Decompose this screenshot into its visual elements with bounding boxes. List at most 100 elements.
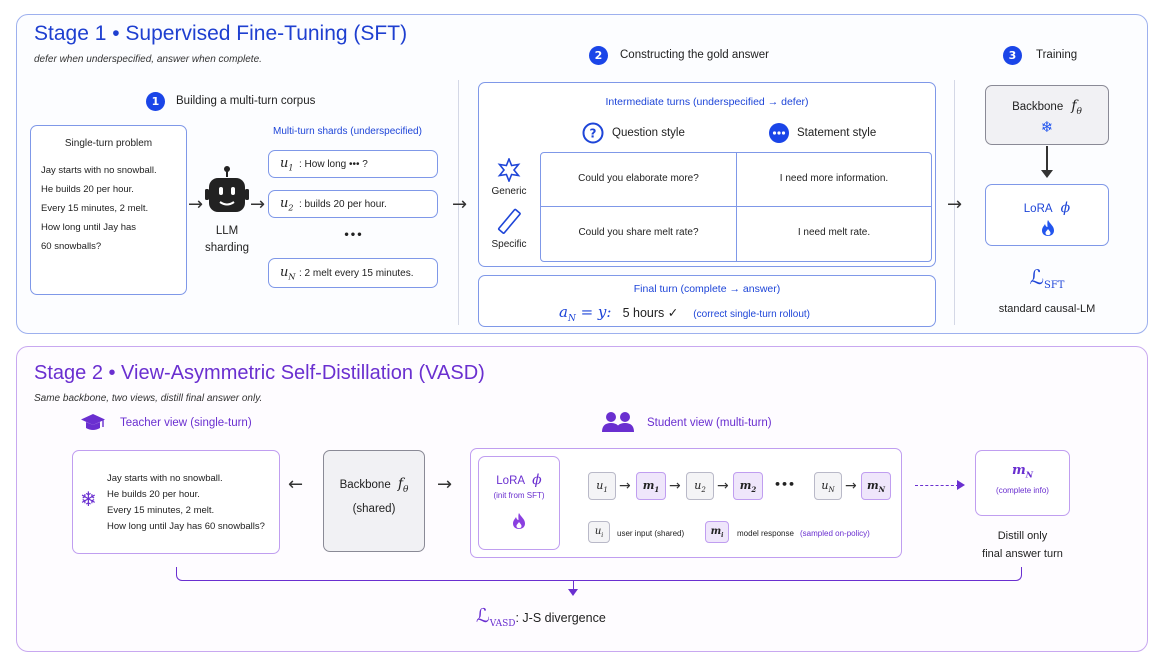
- teacher-line: Every 15 minutes, 2 melt.: [107, 505, 215, 516]
- stage1-subtitle: defer when underspecified, answer when c…: [34, 54, 262, 65]
- flame-icon: [1042, 220, 1054, 236]
- arrow-right-icon: →: [717, 478, 729, 494]
- lora-box: LoRA ϕ: [985, 184, 1109, 246]
- problem-line: He builds 20 per hour.: [41, 184, 134, 195]
- bracket-stem: [573, 581, 575, 590]
- statement-style-label: Statement style: [797, 127, 877, 139]
- intermediate-title: Intermediate turns (underspecified → def…: [605, 96, 809, 108]
- problem-line: Jay starts with no snowball.: [41, 165, 157, 176]
- lora-init-label: (init from SFT): [493, 491, 545, 500]
- shard-ellipsis: •••: [343, 230, 363, 241]
- stage1-title: Stage 1 • Supervised Fine-Tuning (SFT): [34, 22, 408, 45]
- step2-label: Constructing the gold answer: [620, 49, 769, 61]
- vasd-loss-desc: : J-S divergence: [515, 611, 606, 625]
- specific-label: Specific: [491, 239, 527, 250]
- shard-u2: u2 : builds 20 per hour.: [268, 190, 438, 218]
- arrow-left-icon: ←: [288, 474, 304, 495]
- legend-u-token: ui: [588, 521, 610, 543]
- question-icon: ?: [582, 122, 604, 144]
- arrow-right-icon: →: [619, 478, 631, 494]
- snowflake-icon: ❄: [1040, 117, 1054, 136]
- legend-m-note: (sampled on-policy): [800, 529, 870, 538]
- step2-number: 2: [589, 46, 608, 65]
- arrow-right-icon: →: [250, 194, 266, 215]
- question-style-label: Question style: [612, 127, 685, 139]
- sft-loss: ℒSFT: [1029, 265, 1065, 292]
- generic-label: Generic: [491, 186, 527, 197]
- ruler-icon: [497, 208, 521, 234]
- problem-line: How long until Jay has: [41, 222, 137, 233]
- token-m1: m1: [636, 472, 666, 500]
- stage2-title: Stage 2 • View-Asymmetric Self-Distillat…: [34, 362, 485, 384]
- bracket-line: [176, 567, 1022, 581]
- generic-star-icon: [497, 158, 521, 182]
- arrow-right-icon: →: [188, 194, 204, 215]
- arrow-down-icon: [1041, 170, 1053, 178]
- token-u2: u2: [686, 472, 714, 500]
- problem-title: Single-turn problem: [64, 138, 153, 149]
- legend-u-text: user input (shared): [617, 529, 685, 538]
- final-title: Final turn (complete → answer): [633, 283, 781, 295]
- dashed-arrow-head: [957, 480, 965, 490]
- sequence-ellipsis: •••: [774, 478, 796, 491]
- student-view-label: Student view (multi-turn): [647, 417, 772, 429]
- arrow-down-line: [1046, 146, 1048, 172]
- backbone-shared-label: (shared): [352, 502, 396, 515]
- sft-loss-desc: standard causal-LM: [998, 303, 1096, 315]
- shard-uN: uN : 2 melt every 15 minutes.: [268, 258, 438, 288]
- problem-line: Every 15 minutes, 2 melt.: [41, 203, 149, 214]
- grid-cell: I need more information.: [779, 173, 889, 184]
- final-note: (correct single-turn rollout): [693, 309, 811, 320]
- distill-label-1: Distill only: [997, 530, 1048, 542]
- backbone-shared-box: Backbone fθ (shared): [323, 450, 425, 552]
- stage2-subtitle: Same backbone, two views, distill final …: [34, 393, 263, 404]
- final-equation: aN = y:: [559, 303, 612, 324]
- token-m2: m2: [733, 472, 763, 500]
- legend-m-token: mi: [705, 521, 729, 543]
- final-turn-box: Final turn (complete → answer) aN = y: 5…: [478, 275, 936, 327]
- arrow-right-icon: →: [452, 194, 468, 215]
- llm-label: LLM: [215, 225, 239, 237]
- token-mN: mN: [861, 472, 891, 500]
- graduation-cap-icon: [81, 414, 105, 430]
- legend-m-text: model response: [737, 529, 794, 538]
- shards-title: Multi-turn shards (underspecified): [273, 126, 422, 137]
- teacher-view-box: ❄ Jay starts with no snowball. He builds…: [72, 450, 280, 554]
- vasd-loss: ℒVASD: J-S divergence: [476, 605, 606, 630]
- dashed-arrow-line: [915, 485, 959, 486]
- step3-label: Training: [1036, 49, 1078, 61]
- divider: [458, 80, 459, 325]
- teacher-line: Jay starts with no snowball.: [107, 473, 223, 484]
- step1-number: 1: [146, 92, 165, 111]
- flame-icon: [513, 513, 525, 529]
- grid-cell: Could you elaborate more?: [578, 173, 699, 184]
- backbone-box: Backbone fθ ❄: [985, 85, 1109, 145]
- svg-text:?: ?: [590, 127, 597, 141]
- step1-label: Building a multi-turn corpus: [176, 95, 316, 107]
- grid-cell: Could you share melt rate?: [578, 227, 699, 238]
- arrow-right-icon: →: [669, 478, 681, 494]
- robot-icon: [205, 166, 249, 212]
- arrow-down-icon: [568, 589, 578, 596]
- final-mN-note: (complete info): [996, 485, 1049, 495]
- shard-u1: u1 : How long ••• ?: [268, 150, 438, 178]
- problem-line: 60 snowballs?: [41, 241, 102, 252]
- snowflake-icon: ❄: [80, 487, 97, 511]
- single-turn-problem-box: Single-turn problem Jay starts with no s…: [30, 125, 187, 295]
- token-uN: uN: [814, 472, 842, 500]
- teacher-line: How long until Jay has 60 snowballs?: [107, 521, 265, 532]
- style-grid: Could you elaborate more? I need more in…: [540, 152, 932, 262]
- arrow-right-icon: →: [845, 478, 857, 494]
- lora-student-box: LoRA ϕ (init from SFT): [478, 456, 560, 550]
- step3-number: 3: [1003, 46, 1022, 65]
- sharding-label: sharding: [204, 242, 250, 254]
- statement-icon: [769, 123, 789, 143]
- final-answer: 5 hours ✓: [622, 306, 679, 320]
- final-mN-box: mN (complete info): [975, 450, 1070, 516]
- grid-cell: I need melt rate.: [797, 227, 871, 238]
- arrow-right-icon: →: [437, 474, 453, 495]
- arrow-right-icon: →: [947, 194, 963, 215]
- teacher-line: He builds 20 per hour.: [107, 489, 200, 500]
- divider: [954, 80, 955, 325]
- students-icon: [602, 412, 634, 432]
